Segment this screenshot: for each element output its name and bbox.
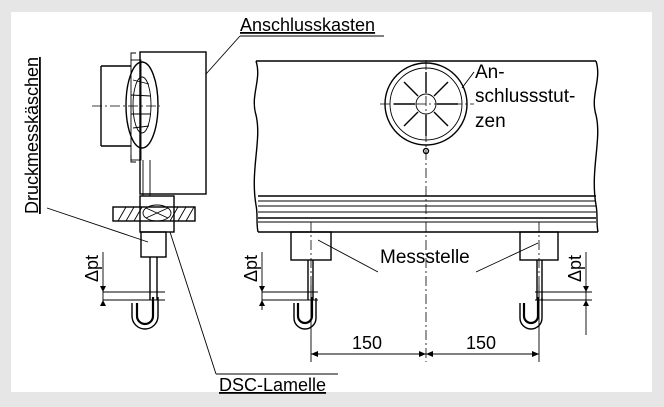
diagram-panel	[11, 12, 652, 392]
socket-label-line3: zen	[475, 111, 506, 132]
dimension-150-left: 150	[352, 333, 382, 353]
connection-flange	[130, 59, 142, 161]
socket-label-line2: schlussstut-	[475, 86, 575, 107]
dsc-lamella-label: DSC-Lamelle	[219, 375, 326, 395]
connection-box-body	[139, 51, 207, 195]
duct-right-break	[593, 60, 599, 233]
socket-label-line1: An-	[475, 62, 505, 83]
front-view	[253, 60, 599, 362]
leader-lines	[46, 35, 539, 375]
connection-box-label: Anschlusskasten	[240, 15, 375, 35]
side-view	[92, 51, 207, 330]
pressure-box-label: Druckmesskäschen	[22, 57, 42, 214]
delta-p-label-left: Δpt	[82, 255, 102, 282]
delta-p-label-front-left: Δpt	[241, 255, 261, 282]
u-tube-left	[135, 297, 155, 326]
delta-p-label-front-right: Δpt	[565, 255, 585, 282]
pressure-box-side	[140, 231, 167, 258]
dsc-lamella-body	[139, 195, 175, 233]
u-tube-front-left	[296, 297, 314, 325]
diffuser-disc-side	[125, 61, 159, 149]
u-tube-front-right	[522, 297, 540, 325]
duct-left-break	[253, 60, 259, 233]
measuring-point-label: Messstelle	[380, 247, 470, 268]
dimension-150-right: 150	[466, 333, 496, 353]
